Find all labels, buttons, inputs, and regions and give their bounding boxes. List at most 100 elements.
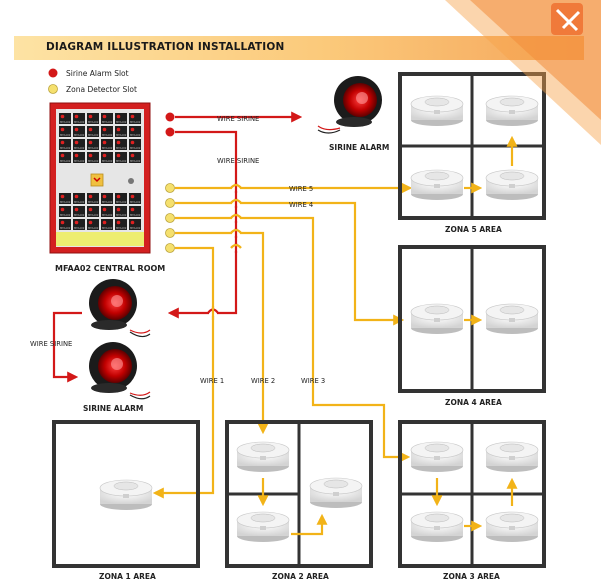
panel-slot-led	[102, 194, 107, 199]
panel-slot-text: MFAA02	[60, 159, 71, 163]
panel-slot	[129, 219, 141, 230]
panel-slot	[73, 113, 85, 124]
panel-slot	[129, 193, 141, 204]
panel-slot-text: MFAA02	[116, 213, 127, 217]
panel-slot-text: MFAA02	[102, 226, 113, 230]
panel-slot-text: MFAA02	[130, 133, 141, 137]
panel-slot-text: MFAA02	[116, 200, 127, 204]
panel-slot	[129, 126, 141, 137]
panel-slot-led	[130, 194, 135, 199]
panel-slot-led	[116, 194, 121, 199]
panel-slot-led	[130, 153, 135, 158]
detector	[410, 511, 464, 543]
panel-slot-text: MFAA02	[60, 133, 71, 137]
panel-slot-text: MFAA02	[60, 213, 71, 217]
panel-slot-text: MFAA02	[130, 213, 141, 217]
panel-slot	[129, 139, 141, 150]
panel-slot-text: MFAA02	[88, 226, 99, 230]
panel-slot-led	[130, 220, 135, 225]
panel-slot	[59, 219, 71, 230]
detector	[410, 169, 464, 201]
wire-1-label: WIRE 1	[200, 377, 224, 385]
panel-slot	[87, 219, 99, 230]
zone-3-label: ZONA 3 AREA	[443, 572, 500, 581]
panel-slot-led	[88, 207, 93, 212]
panel-slot	[129, 113, 141, 124]
panel-slot-text: MFAA02	[88, 159, 99, 163]
panel-slot-led	[88, 220, 93, 225]
panel-slot-led	[88, 140, 93, 145]
panel-slot-led	[60, 207, 65, 212]
panel-keyhole-icon	[128, 178, 134, 184]
panel-slot-text: MFAA02	[74, 159, 85, 163]
panel-slot-text: MFAA02	[88, 146, 99, 150]
panel-slot-led	[130, 127, 135, 132]
title-bar	[14, 36, 584, 60]
detector	[309, 477, 363, 509]
detector-slot-legend-icon	[48, 84, 58, 94]
panel-slot-led	[102, 207, 107, 212]
panel-slot	[73, 139, 85, 150]
panel-slot	[87, 206, 99, 217]
panel-slot-text: MFAA02	[130, 120, 141, 124]
panel-slot-led	[60, 153, 65, 158]
detector	[410, 441, 464, 473]
panel-slot	[101, 152, 113, 163]
panel-slot-text: MFAA02	[116, 146, 127, 150]
zone-5-area	[398, 72, 546, 220]
panel-slot-led	[74, 114, 79, 119]
panel-slot	[59, 152, 71, 163]
zone-terminal-1	[165, 243, 175, 253]
panel-slot-text: MFAA02	[88, 120, 99, 124]
panel-slot	[59, 193, 71, 204]
zone-terminal-5	[165, 183, 175, 193]
panel-slot-text: MFAA02	[74, 133, 85, 137]
panel-slot	[115, 113, 127, 124]
wire-5-label: WIRE 5	[289, 185, 313, 193]
panel-slot-led	[88, 114, 93, 119]
panel-slot	[129, 152, 141, 163]
page-title: DIAGRAM ILLUSTRATION INSTALLATION	[46, 41, 285, 53]
panel-slot	[59, 139, 71, 150]
panel-slot	[115, 126, 127, 137]
panel-slot-text: MFAA02	[102, 146, 113, 150]
panel-slot-text: MFAA02	[88, 213, 99, 217]
panel-slot-led	[74, 140, 79, 145]
wire-sirine-left-label: WIRE SIRINE	[30, 340, 72, 348]
detector	[485, 95, 539, 127]
panel-slot-led	[60, 114, 65, 119]
panel-slot	[115, 219, 127, 230]
panel-slot-led	[74, 207, 79, 212]
zone-2-label: ZONA 2 AREA	[272, 572, 329, 581]
detector	[99, 479, 153, 511]
panel-slot	[101, 126, 113, 137]
panel-slot	[87, 139, 99, 150]
panel-slot-led	[102, 114, 107, 119]
panel-slot	[101, 113, 113, 124]
wire-2-label: WIRE 2	[251, 377, 275, 385]
panel-slot	[115, 206, 127, 217]
panel-slot-text: MFAA02	[74, 200, 85, 204]
siren-terminal-1	[165, 112, 175, 122]
siren-slot-legend-icon	[48, 68, 58, 78]
panel-slot-led	[116, 207, 121, 212]
panel-slot	[59, 113, 71, 124]
panel-slot-text: MFAA02	[116, 226, 127, 230]
panel-slot	[87, 113, 99, 124]
panel-slot-led	[116, 220, 121, 225]
zone-1-area	[52, 420, 200, 568]
panel-slot-text: MFAA02	[130, 159, 141, 163]
zone-1-label: ZONA 1 AREA	[99, 572, 156, 581]
wire-3-label: WIRE 3	[301, 377, 325, 385]
panel-slot-led	[102, 140, 107, 145]
zone-wires	[152, 182, 413, 499]
panel-slot-text: MFAA02	[60, 226, 71, 230]
panel-slot-text: MFAA02	[130, 200, 141, 204]
panel-label: MFAA02 CENTRAL ROOM	[55, 264, 165, 273]
panel-slot-led	[60, 127, 65, 132]
zone-4-area	[398, 245, 546, 393]
detector	[485, 441, 539, 473]
siren-terminal-2	[165, 127, 175, 137]
